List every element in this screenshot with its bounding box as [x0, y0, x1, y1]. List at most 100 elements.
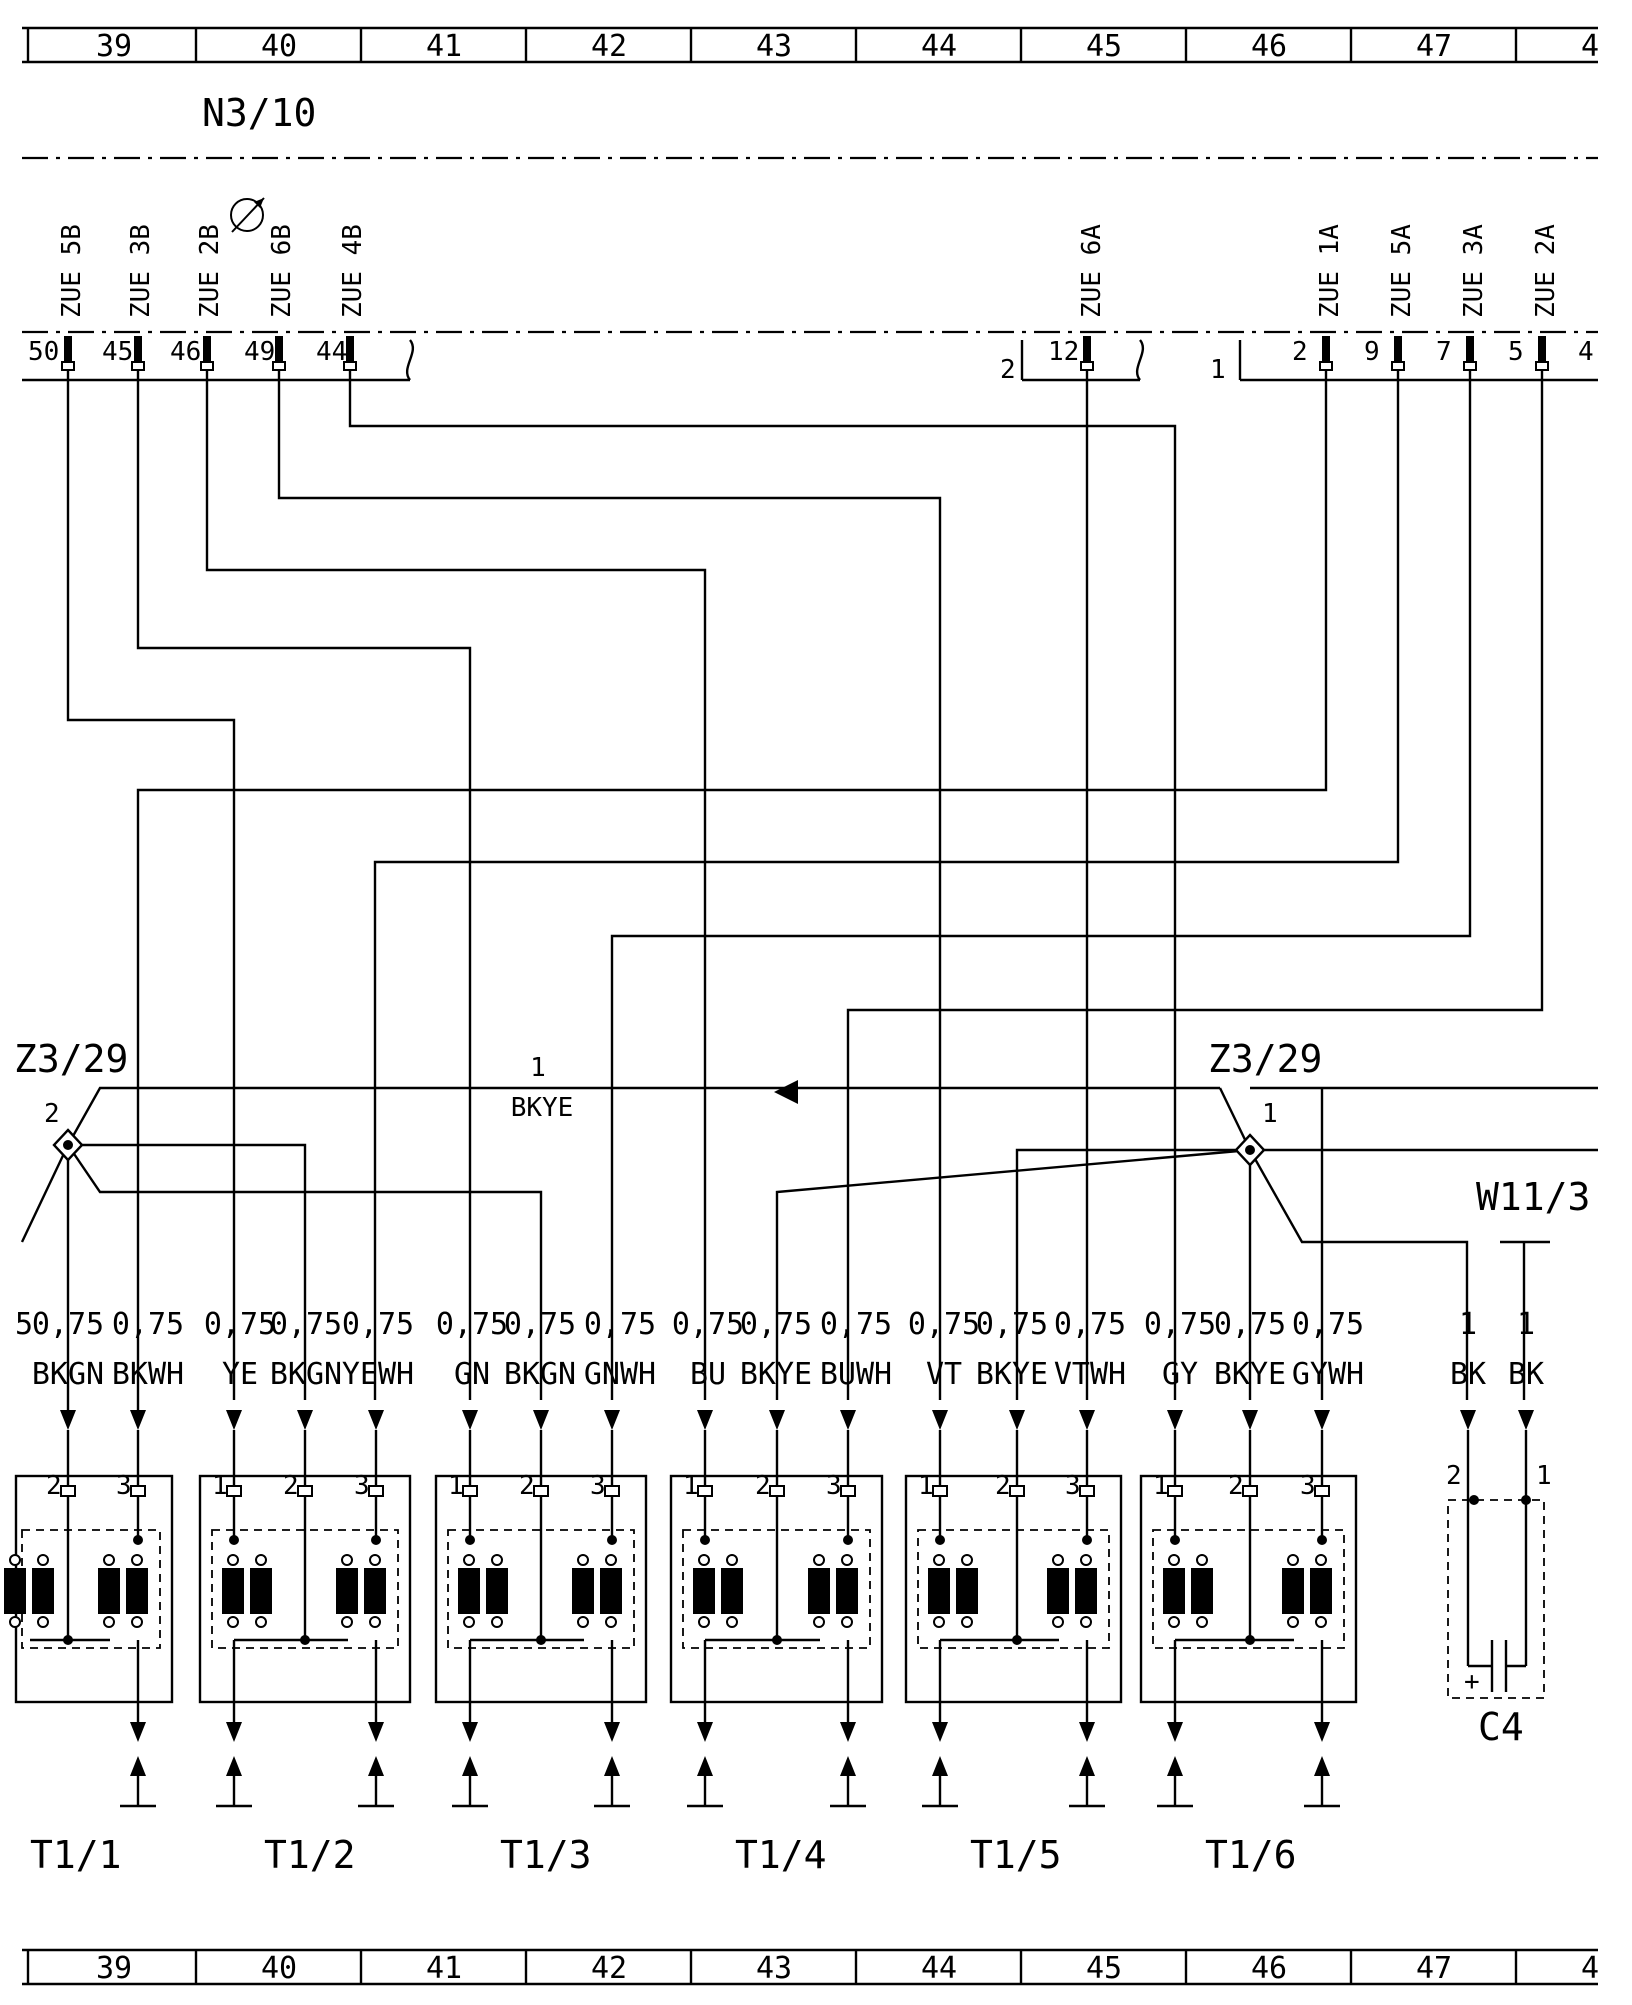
coil-pin-contact	[1009, 1485, 1025, 1497]
wire-color: BK	[1508, 1357, 1544, 1392]
wire-color: BK	[1450, 1357, 1486, 1392]
coil-pin-contact	[297, 1485, 313, 1497]
pin-num-9: 9	[1364, 337, 1380, 367]
wire-arrow-icon	[1242, 1410, 1258, 1430]
coil-winding-icon	[4, 1568, 26, 1614]
coil-pin-number: 3	[354, 1471, 370, 1501]
coil-pin-number: 2	[519, 1471, 535, 1501]
wire-routes	[20, 370, 1598, 1400]
capacitor-label: C4	[1478, 1705, 1524, 1749]
wire-arrow-icon	[297, 1410, 313, 1430]
pin-num-45: 45	[102, 337, 133, 367]
spark-plug-arrow-icon	[604, 1756, 620, 1776]
bus-direction-arrow-icon	[774, 1080, 798, 1104]
output-arrow-icon	[697, 1722, 713, 1742]
wire-size: 5	[15, 1307, 33, 1342]
pin-signal-zue-2a: ZUE 2A	[1531, 224, 1561, 318]
capacitor-pin-1: 1	[1536, 1461, 1552, 1491]
wire-size: 0,75	[342, 1307, 414, 1342]
control-unit-label: N3/10	[202, 91, 316, 135]
coil-pin-contact	[1242, 1485, 1258, 1497]
coil-pin-contact	[1314, 1485, 1330, 1497]
capacitor-pin-2: 2	[1446, 1461, 1462, 1491]
coil-winding-icon	[928, 1568, 950, 1614]
splice-left: Z3/29 2	[14, 1037, 128, 1162]
coil-winding-icon	[336, 1568, 358, 1614]
coil-pin-contact	[462, 1485, 478, 1497]
coil-housing	[1139, 1474, 1358, 1704]
wire-color: BKYE	[740, 1357, 812, 1392]
coil-winding-icon	[1163, 1568, 1185, 1614]
splice-left-pin: 2	[44, 1099, 60, 1129]
capacitor-polarity: +	[1464, 1667, 1480, 1697]
pin-signal-zue-2b: ZUE 2B	[195, 224, 225, 318]
wire-arrow-icon	[697, 1410, 713, 1430]
ruler-col-48: 4	[1581, 29, 1599, 64]
ruler-col-47: 47	[1416, 1951, 1452, 1986]
coil-pin-number: 2	[995, 1471, 1011, 1501]
coil-winding-icon	[1047, 1568, 1069, 1614]
wire-arrow-icon	[60, 1410, 76, 1430]
coil-winding-icon	[1282, 1568, 1304, 1614]
pin-num-12: 12	[1048, 337, 1079, 367]
spark-plug-arrow-icon	[226, 1756, 242, 1776]
splice-right: Z3/29 1	[1208, 1037, 1322, 1167]
coil-winding-icon	[956, 1568, 978, 1614]
coil-pin-contact	[769, 1485, 785, 1497]
shield-label: W11/3	[1476, 1175, 1590, 1219]
coil-label: T1/5	[970, 1833, 1062, 1877]
output-arrow-icon	[1167, 1722, 1183, 1742]
ruler-col-41: 41	[426, 29, 462, 64]
wire-size: 0,75	[32, 1307, 104, 1342]
coil-pin-number: 3	[826, 1471, 842, 1501]
pin-num-44: 44	[316, 337, 347, 367]
coil-winding-icon	[98, 1568, 120, 1614]
wire-size: 0,75	[584, 1307, 656, 1342]
wire-color: GY	[1162, 1357, 1198, 1392]
coil-winding-icon	[126, 1568, 148, 1614]
coil-housing	[669, 1474, 884, 1704]
output-arrow-icon	[368, 1722, 384, 1742]
wire-color: BU	[690, 1357, 726, 1392]
wire-arrow-icon	[769, 1410, 785, 1430]
ruler-col-42: 42	[591, 29, 627, 64]
coil-pin-number: 3	[116, 1471, 132, 1501]
output-arrow-icon	[130, 1722, 146, 1742]
pin-signal-zue-3a: ZUE 3A	[1459, 224, 1489, 318]
ruler-col-39: 39	[96, 1951, 132, 1986]
wire-size: 0,75	[1144, 1307, 1216, 1342]
output-arrow-icon	[840, 1722, 856, 1742]
wire-arrow-icon	[1314, 1410, 1330, 1430]
coil-winding-icon	[1075, 1568, 1097, 1614]
bottom-ruler: 39 40 41 42 43 44 45 46 47 4	[22, 1948, 1599, 1986]
coil-pin-contact	[1079, 1485, 1095, 1497]
wire-color: BKGN	[270, 1357, 342, 1392]
wire-arrow-icon	[1079, 1410, 1095, 1430]
wire-labels: 5 0,75 BKGN 0,75 BKWH 0,75 YE 0,75 BKGN …	[15, 1307, 1544, 1392]
wire-color: VT	[926, 1357, 962, 1392]
output-arrow-icon	[226, 1722, 242, 1742]
coil-pin-number: 3	[590, 1471, 606, 1501]
coil-pin-contact	[1167, 1485, 1183, 1497]
splice-right-label: Z3/29	[1208, 1037, 1322, 1081]
splice-left-label: Z3/29	[14, 1037, 128, 1081]
wire-color: BUWH	[820, 1357, 892, 1392]
left-pin-signals: ZUE 5B ZUE 3B ZUE 2B ZUE 6B ZUE 4B ZUE 6…	[57, 224, 1561, 318]
coil-housing	[904, 1474, 1123, 1704]
ruler-col-47: 47	[1416, 29, 1452, 64]
coil-inner	[682, 1529, 871, 1649]
output-arrow-icon	[604, 1722, 620, 1742]
right-connector-number: 1	[1210, 355, 1226, 385]
pin-num-46: 46	[170, 337, 201, 367]
wire-size: 0,75	[270, 1307, 342, 1342]
coil-winding-icon	[1191, 1568, 1213, 1614]
coil-pin-number: 1	[918, 1471, 934, 1501]
output-arrow-icon	[462, 1722, 478, 1742]
wire-color: GNWH	[584, 1357, 656, 1392]
wire-size: 0,75	[504, 1307, 576, 1342]
pin-signal-zue-6b: ZUE 6B	[267, 224, 297, 318]
coil-label: T1/4	[735, 1833, 827, 1877]
pin-signal-zue-5a: ZUE 5A	[1387, 224, 1417, 318]
